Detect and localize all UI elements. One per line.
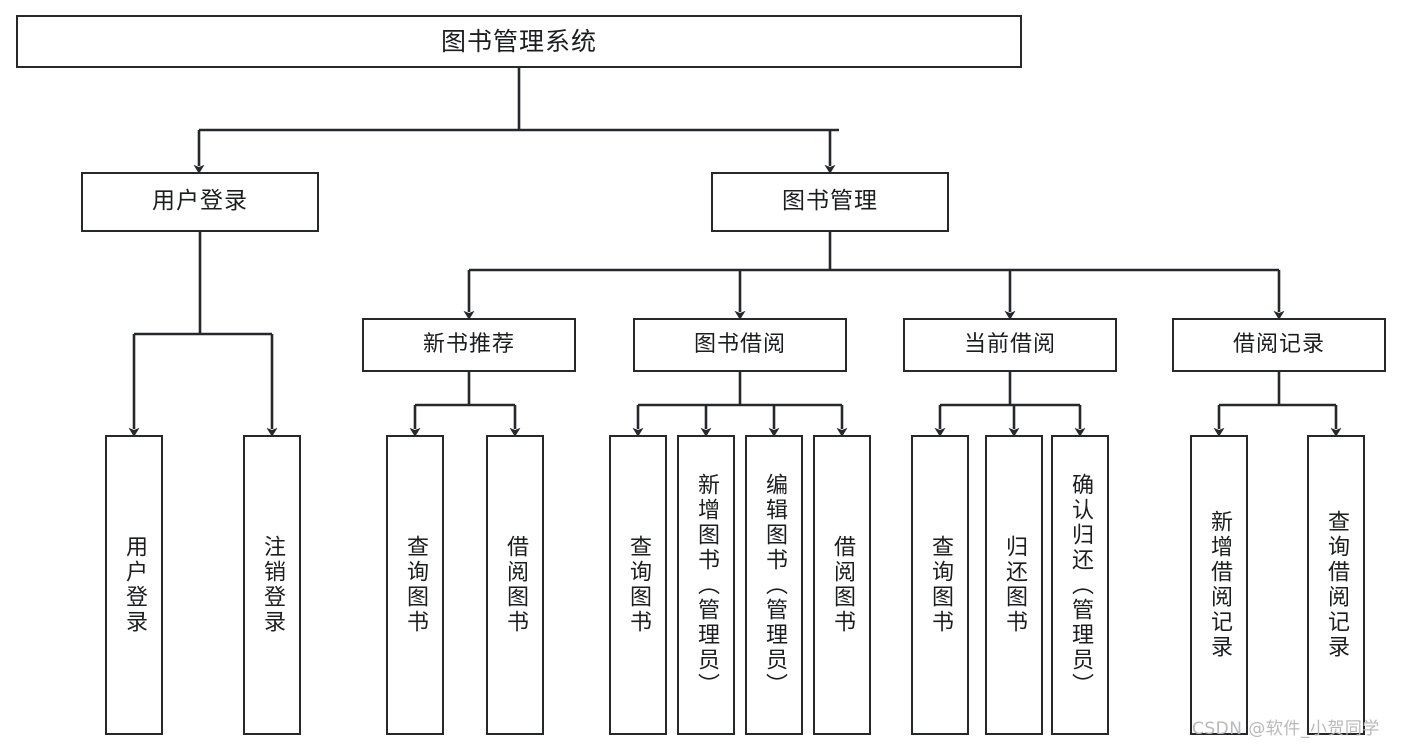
- node-user-login[interactable]: 用户登录: [81, 172, 319, 232]
- node-leaf-query-book-2[interactable]: 查询图书: [609, 435, 667, 735]
- node-book-borrow-label: 图书借阅: [693, 332, 786, 358]
- node-leaf-query-book-3-label: 查询图书: [927, 535, 953, 635]
- node-leaf-return-book[interactable]: 归还图书: [985, 435, 1043, 735]
- csdn-watermark: CSDN @软件_小贺同学: [1192, 719, 1380, 739]
- node-current-borrow-label: 当前借阅: [963, 332, 1056, 358]
- node-book-manage-label: 图书管理: [782, 188, 878, 215]
- node-leaf-query-book-1[interactable]: 查询图书: [386, 435, 444, 735]
- node-leaf-borrow-book-1-label: 借阅图书: [502, 535, 528, 635]
- node-leaf-borrow-book-1[interactable]: 借阅图书: [486, 435, 544, 735]
- node-leaf-add-borrow-record[interactable]: 新增借阅记录: [1190, 435, 1248, 735]
- node-leaf-query-borrow-record[interactable]: 查询借阅记录: [1307, 435, 1365, 735]
- node-leaf-query-book-1-label: 查询图书: [402, 535, 428, 635]
- node-leaf-confirm-return-label: 确认归还（管理员）: [1067, 472, 1093, 698]
- node-leaf-add-borrow-record-label: 新增借阅记录: [1206, 510, 1232, 660]
- node-current-borrow[interactable]: 当前借阅: [903, 318, 1117, 372]
- node-leaf-borrow-book-2[interactable]: 借阅图书: [813, 435, 871, 735]
- node-leaf-query-book-2-label: 查询图书: [625, 535, 651, 635]
- node-borrow-record-label: 借阅记录: [1232, 332, 1325, 358]
- node-leaf-user-login-label: 用户登录: [121, 535, 147, 635]
- node-leaf-return-book-label: 归还图书: [1001, 535, 1027, 635]
- node-user-login-label: 用户登录: [152, 188, 248, 215]
- node-leaf-confirm-return[interactable]: 确认归还（管理员）: [1051, 435, 1109, 735]
- node-leaf-logout-login[interactable]: 注销登录: [243, 435, 301, 735]
- node-root[interactable]: 图书管理系统: [16, 15, 1022, 68]
- node-leaf-borrow-book-2-label: 借阅图书: [829, 535, 855, 635]
- node-leaf-edit-book-label: 编辑图书（管理员）: [761, 472, 787, 698]
- node-book-borrow[interactable]: 图书借阅: [633, 318, 847, 372]
- node-leaf-query-borrow-record-label: 查询借阅记录: [1323, 510, 1349, 660]
- node-leaf-logout-login-label: 注销登录: [259, 535, 285, 635]
- node-root-label: 图书管理系统: [440, 26, 597, 56]
- node-book-manage[interactable]: 图书管理: [711, 172, 949, 232]
- node-leaf-user-login[interactable]: 用户登录: [105, 435, 163, 735]
- node-leaf-add-book-label: 新增图书（管理员）: [693, 472, 719, 698]
- node-leaf-query-book-3[interactable]: 查询图书: [911, 435, 969, 735]
- node-new-book-recommend[interactable]: 新书推荐: [362, 318, 576, 372]
- node-new-book-recommend-label: 新书推荐: [422, 332, 515, 358]
- node-borrow-record[interactable]: 借阅记录: [1172, 318, 1386, 372]
- node-leaf-add-book[interactable]: 新增图书（管理员）: [677, 435, 735, 735]
- node-leaf-edit-book[interactable]: 编辑图书（管理员）: [745, 435, 803, 735]
